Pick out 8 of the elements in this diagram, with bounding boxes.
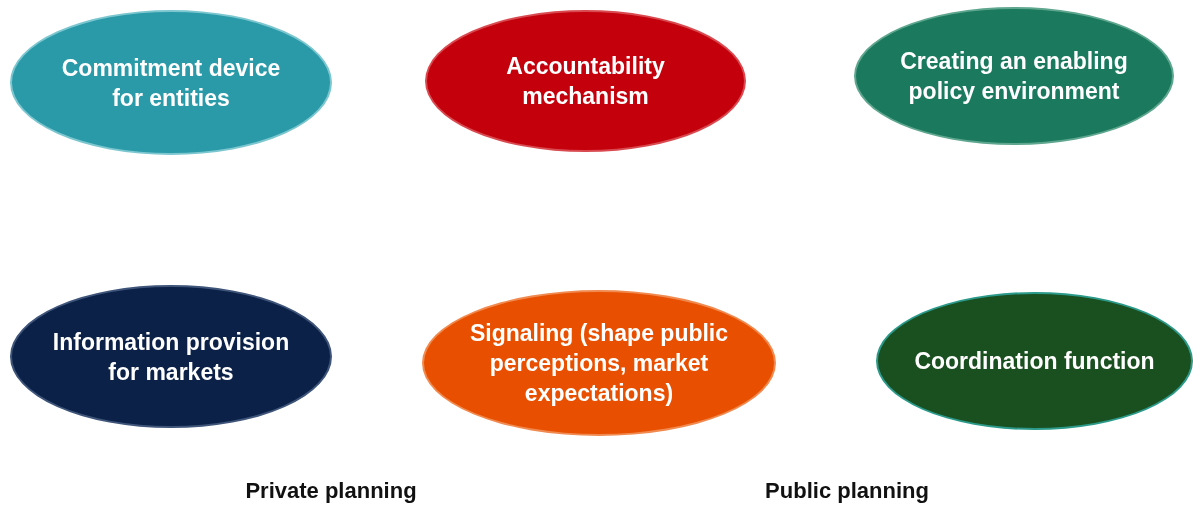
node-text: Creating an enabling policy environment xyxy=(899,47,1129,106)
node-text: Information provision for markets xyxy=(51,327,291,387)
node-text: Signaling (shape public perceptions, market expectations) xyxy=(468,319,730,408)
node-text: Accountability mechanism xyxy=(505,52,666,111)
node-text: Coordination function xyxy=(914,347,1155,376)
section-label: Public planning xyxy=(765,478,929,504)
section-label: Private planning xyxy=(245,478,417,504)
node-text: Commitment device for entities xyxy=(60,53,282,113)
